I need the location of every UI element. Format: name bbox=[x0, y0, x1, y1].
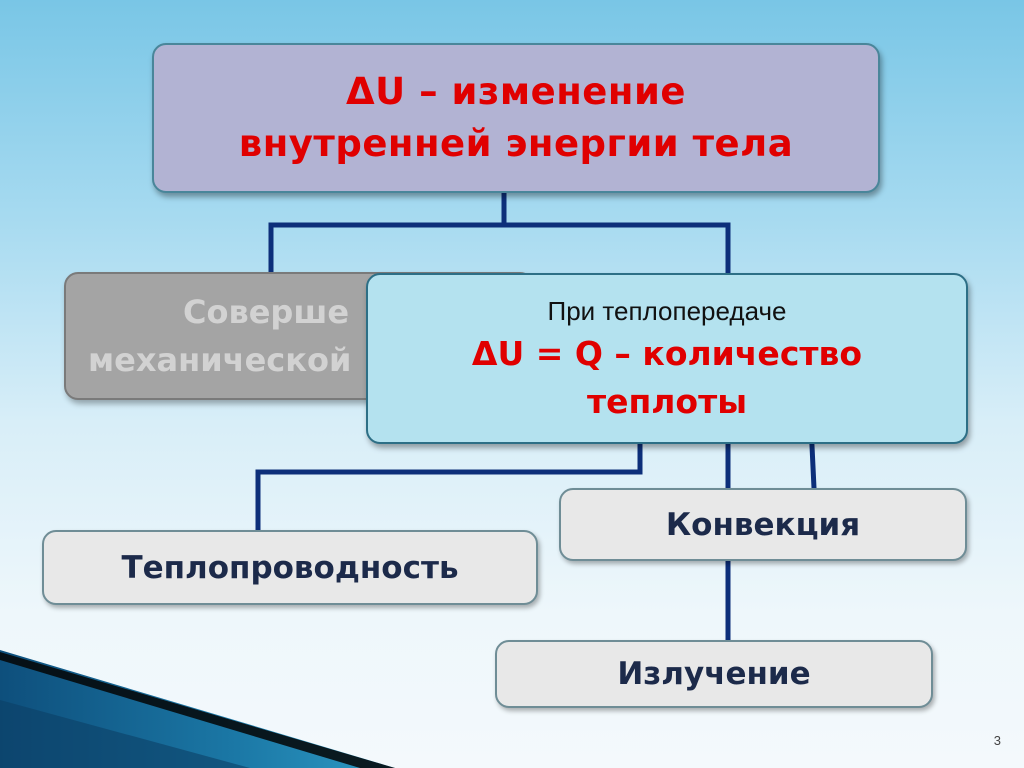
radiation-label: Излучение bbox=[617, 656, 811, 692]
work-line-1: Соверше bbox=[183, 293, 350, 331]
heat-formula-line-2: теплоты bbox=[586, 381, 748, 421]
node-convection: Конвекция bbox=[559, 488, 967, 561]
work-line-2: механической bbox=[88, 341, 352, 379]
convection-label: Конвекция bbox=[665, 506, 861, 543]
connector-to-convection bbox=[809, 443, 817, 491]
root-node-internal-energy-change: ΔU – изменение внутренней энергии тела bbox=[152, 43, 880, 193]
node-radiation: Излучение bbox=[495, 640, 933, 708]
node-conduction: Теплопроводность bbox=[42, 530, 538, 605]
conduction-label: Теплопроводность bbox=[121, 549, 459, 586]
root-line-2: внутренней энергии тела bbox=[238, 122, 794, 165]
heat-formula-line-1: ΔU = Q – количество bbox=[471, 333, 863, 373]
slide-page-number: 3 bbox=[993, 733, 1001, 748]
node-heat-transfer: При теплопередаче ΔU = Q – количество те… bbox=[366, 273, 968, 444]
root-line-1: ΔU – изменение bbox=[346, 70, 686, 113]
heat-subtitle: При теплопередаче bbox=[547, 295, 787, 326]
